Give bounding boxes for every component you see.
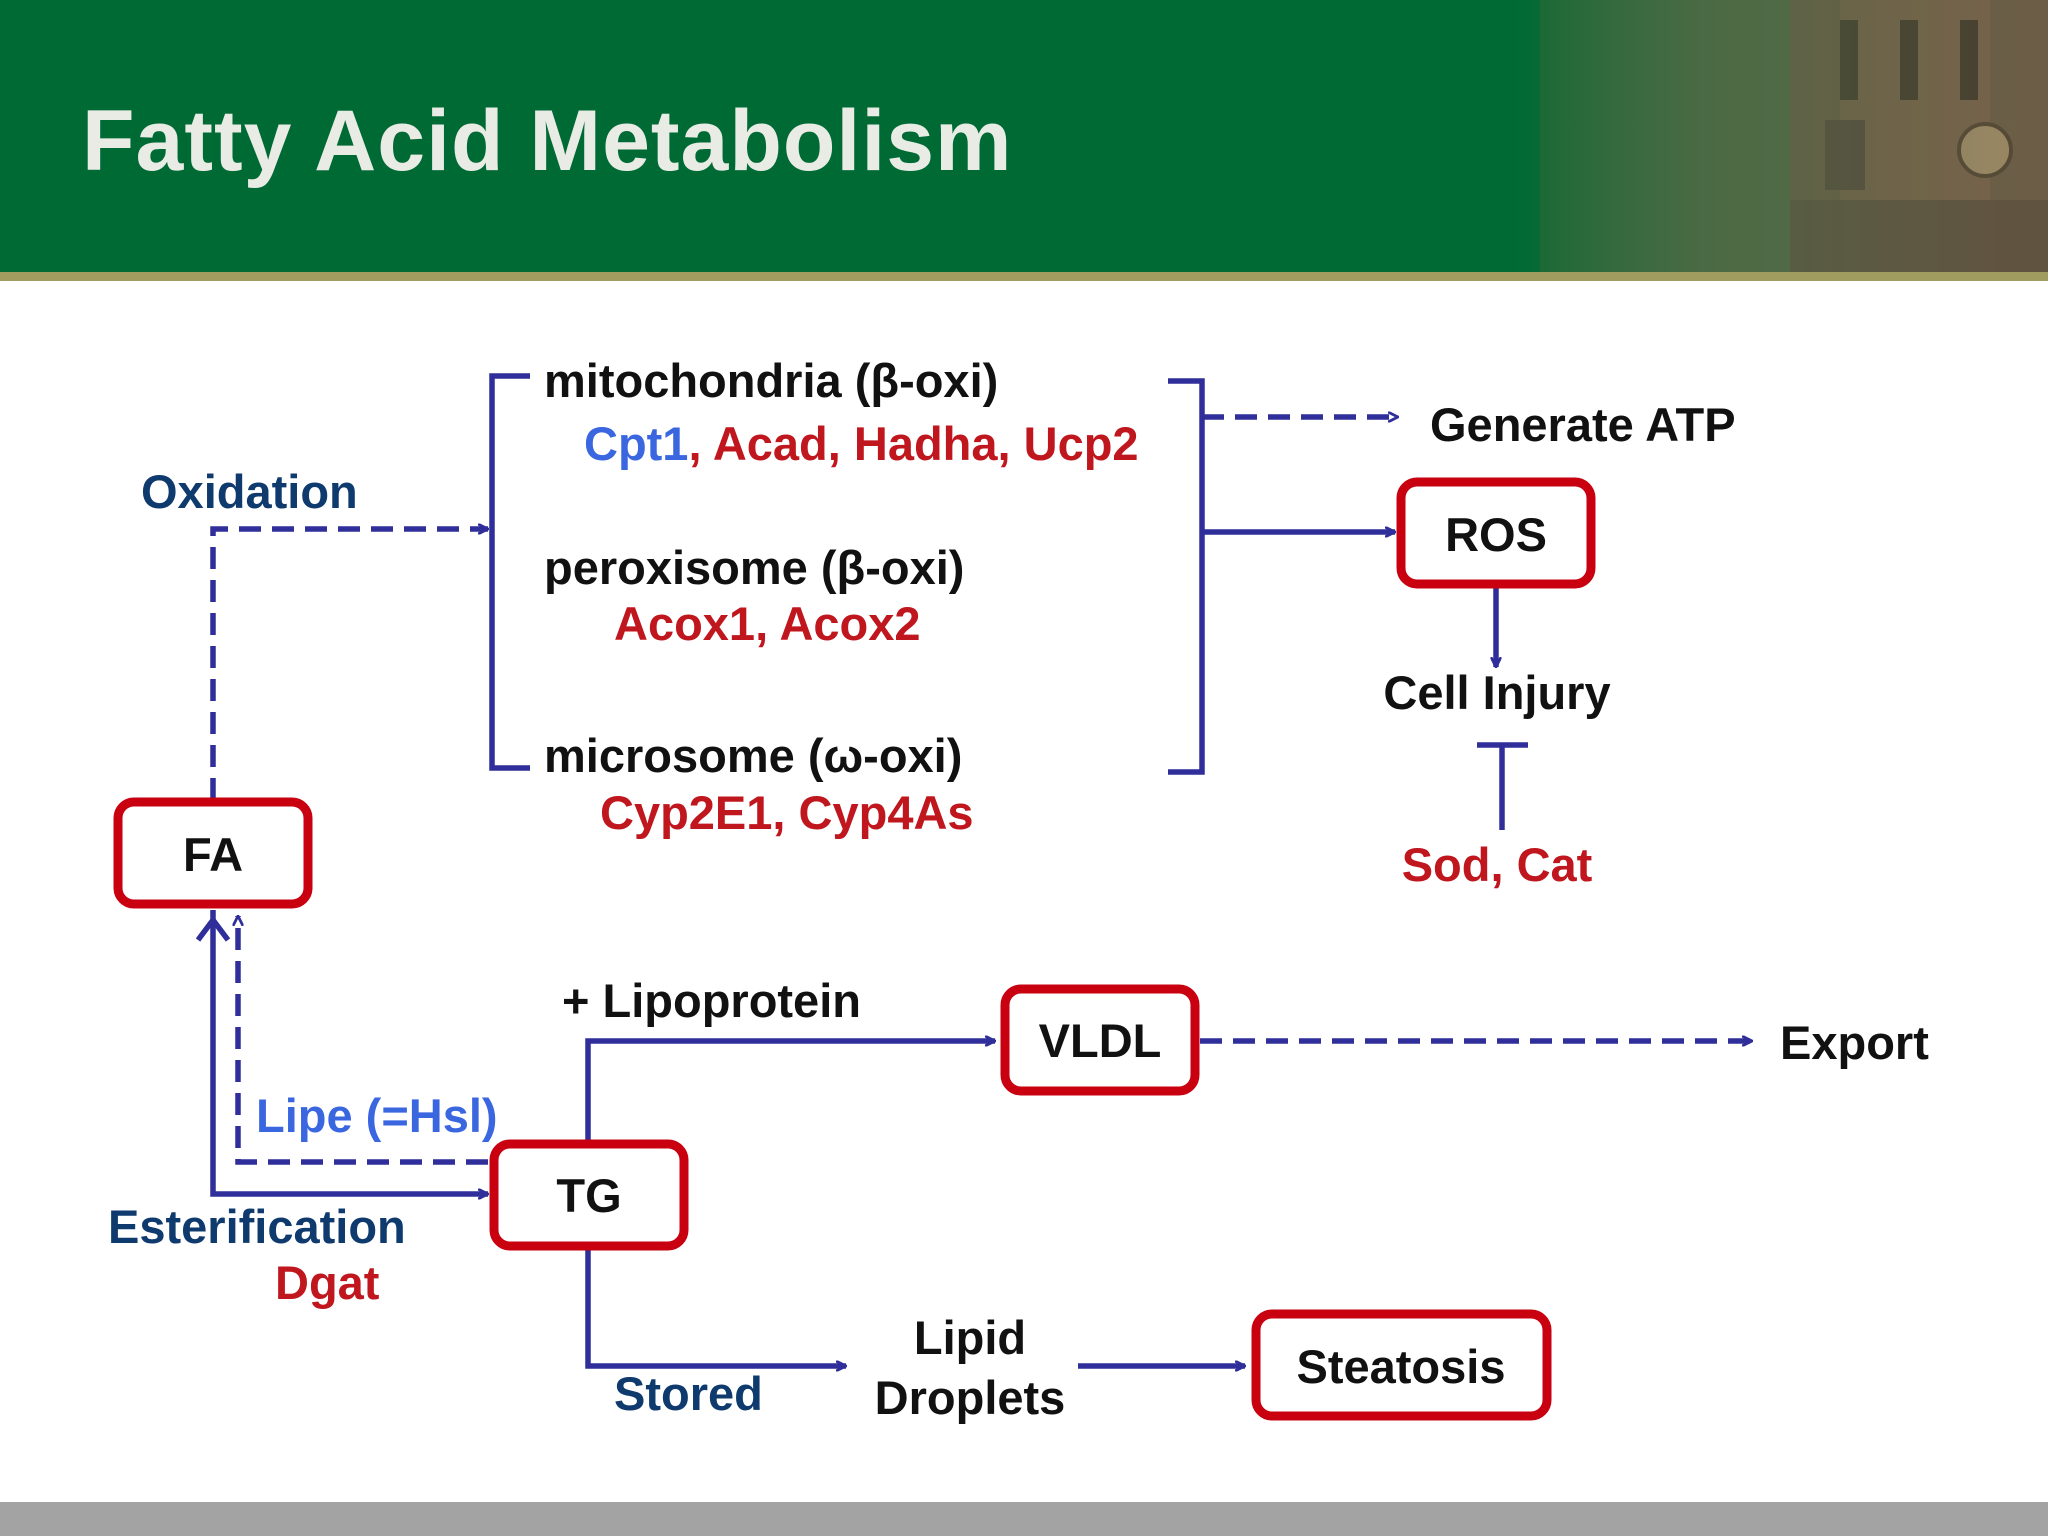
fa-arrowhead: [195, 915, 231, 942]
microsome-label: microsome (ω-oxi): [544, 729, 962, 782]
oxidation-label: Oxidation: [141, 465, 358, 518]
tg-node: TG: [489, 1139, 689, 1251]
oxidation-arrow: [210, 529, 488, 800]
slide-header: Fatty Acid Metabolism: [0, 0, 2048, 272]
peroxisome-label: peroxisome (β-oxi): [544, 541, 964, 594]
mitochondria-enzymes: Cpt1, Acad, Hadha, Ucp2: [584, 417, 1139, 470]
esterification-arrow: [210, 910, 488, 1194]
export-label: Export: [1780, 1016, 1929, 1069]
header-divider: [0, 272, 2048, 281]
inhibition-line: [1477, 742, 1528, 830]
lipolysis-arrow: [238, 916, 488, 1165]
lipid-droplets-line2: Droplets: [875, 1371, 1066, 1424]
ros-label: ROS: [1445, 508, 1547, 561]
vldl-node: VLDL: [1000, 984, 1200, 1096]
cell-injury-label: Cell Injury: [1383, 666, 1610, 719]
dgat-label: Dgat: [275, 1256, 380, 1309]
lipe-label: Lipe (=Hsl): [256, 1089, 498, 1142]
footer-bar: [0, 1502, 2048, 1536]
clock-tower-photo: [1540, 0, 2048, 272]
mitochondria-label: mitochondria (β-oxi): [544, 354, 998, 407]
steatosis-label: Steatosis: [1297, 1340, 1506, 1393]
microsome-enzymes: Cyp2E1, Cyp4As: [600, 786, 974, 839]
lipoprotein-label: + Lipoprotein: [562, 974, 861, 1027]
tg-label: TG: [556, 1169, 621, 1222]
mito-red-enzymes: , Acad, Hadha, Ucp2: [688, 417, 1138, 470]
oxidation-bracket-left: [489, 373, 530, 771]
generate-atp-label: Generate ATP: [1430, 398, 1736, 451]
esterification-label: Esterification: [108, 1200, 406, 1253]
antioxidant-label: Sod, Cat: [1402, 838, 1593, 891]
peroxisome-enzymes: Acox1, Acox2: [614, 597, 921, 650]
fa-node: FA: [113, 797, 313, 909]
stored-arrow: [585, 1247, 846, 1366]
slide-title: Fatty Acid Metabolism: [82, 93, 1013, 189]
cpt1-enzyme: Cpt1: [584, 417, 688, 470]
fa-label: FA: [183, 828, 243, 881]
ros-node: ROS: [1396, 477, 1596, 589]
vldl-arrow: [585, 1041, 995, 1145]
vldl-label: VLDL: [1039, 1014, 1162, 1067]
lipid-droplets-line1: Lipid: [914, 1311, 1026, 1364]
stored-label: Stored: [614, 1367, 763, 1420]
steatosis-node: Steatosis: [1251, 1309, 1552, 1421]
oxidation-bracket-right: [1168, 378, 1205, 775]
